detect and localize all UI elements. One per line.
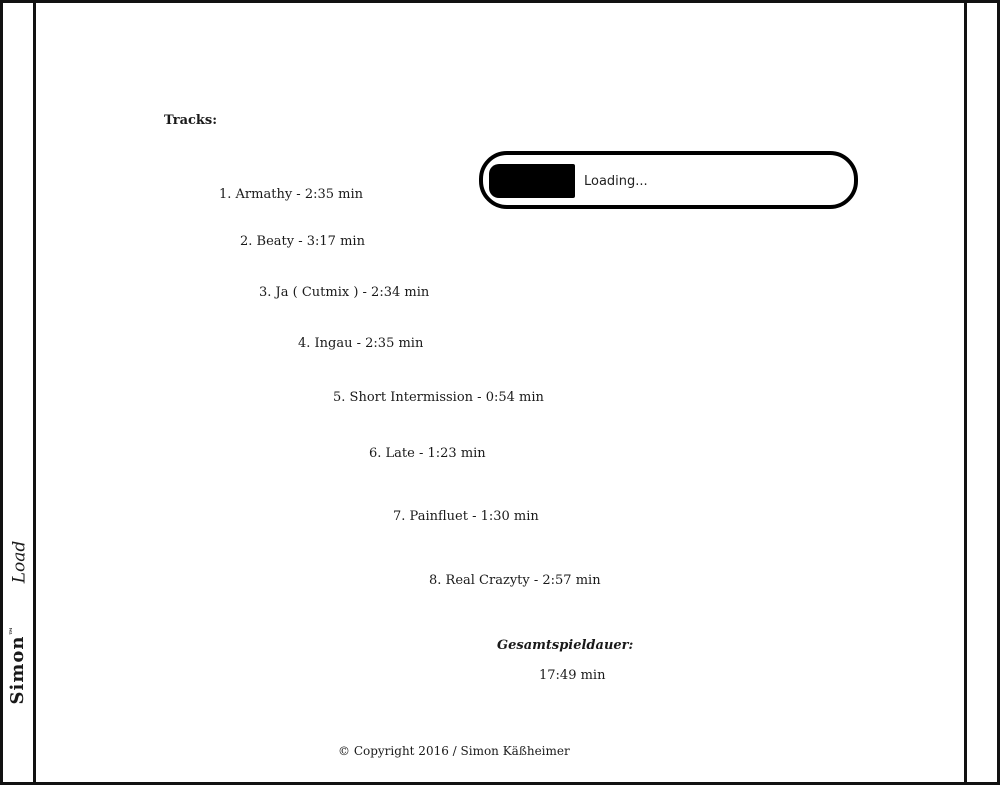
tracks-heading: Tracks:	[164, 113, 218, 128]
left-spine-brand: Simon™	[7, 625, 28, 705]
loading-label: Loading...	[584, 174, 648, 189]
copyright-notice: © Copyright 2016 / Simon Käßheimer	[338, 744, 570, 758]
trademark-symbol: ™	[9, 625, 19, 636]
track-item: 5. Short Intermission - 0:54 min	[333, 390, 544, 405]
right-spine: Simon™ Load	[964, 0, 1000, 785]
track-item: 3. Ja ( Cutmix ) - 2:34 min	[259, 285, 430, 300]
track-item: 7. Painfluet - 1:30 min	[393, 509, 539, 524]
loading-indicator: Loading...	[479, 151, 858, 209]
progress-bar-track	[489, 164, 575, 198]
track-item: 1. Armathy - 2:35 min	[219, 187, 363, 202]
total-duration-label: Gesamtspieldauer:	[497, 638, 634, 653]
left-spine: Simon™ Load	[0, 0, 36, 785]
total-duration-value: 17:49 min	[539, 668, 606, 683]
track-item: 8. Real Crazyty - 2:57 min	[429, 573, 601, 588]
track-item: 4. Ingau - 2:35 min	[298, 336, 424, 351]
track-item: 2. Beaty - 3:17 min	[240, 234, 365, 249]
track-item: 6. Late - 1:23 min	[369, 446, 486, 461]
progress-bar-fill	[489, 164, 575, 198]
left-spine-subtitle: Load	[9, 540, 30, 584]
